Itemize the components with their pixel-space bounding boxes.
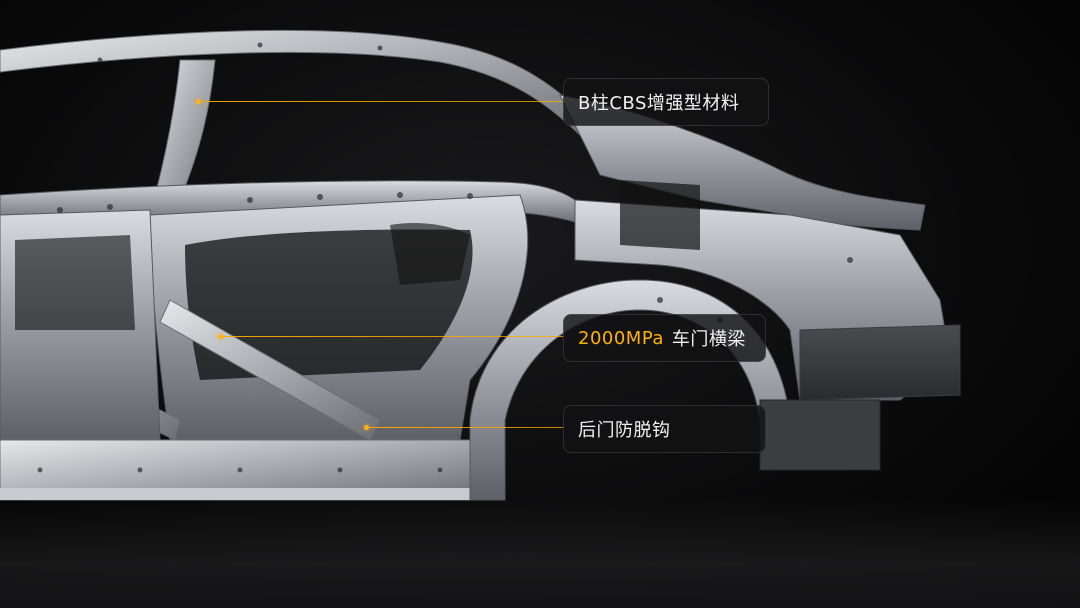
callout-text-anti-detach-hook: 后门防脱钩 — [578, 420, 671, 441]
callout-dot-anti-detach-hook — [364, 425, 369, 430]
callout-text-door-beam: 车门横梁 — [671, 329, 746, 350]
callout-dot-door-beam — [218, 334, 223, 339]
callout-label-b-pillar: B柱CBS增强型材料 — [563, 78, 769, 126]
wheel-arch — [469, 279, 791, 501]
callout-line-anti-detach-hook — [368, 427, 564, 428]
callout-line-door-beam — [222, 336, 564, 337]
callout-label-door-beam: 2000MPa 车门横梁 — [563, 314, 766, 362]
sill-trim — [0, 488, 470, 500]
callout-accent-door-beam: 2000MPa — [578, 327, 664, 349]
rear-cutout-2 — [390, 223, 470, 285]
callout-text-b-pillar: B柱CBS增强型材料 — [578, 93, 740, 114]
roof-rail — [0, 29, 601, 141]
rear-cutout-1 — [620, 180, 700, 250]
rear-subframe-block — [759, 399, 881, 471]
rear-crossmember — [799, 324, 961, 401]
callout-label-anti-detach-hook: 后门防脱钩 — [563, 405, 766, 453]
front-door-cutout — [15, 235, 135, 330]
callout-dot-b-pillar — [196, 99, 201, 104]
callout-line-b-pillar — [200, 101, 564, 102]
